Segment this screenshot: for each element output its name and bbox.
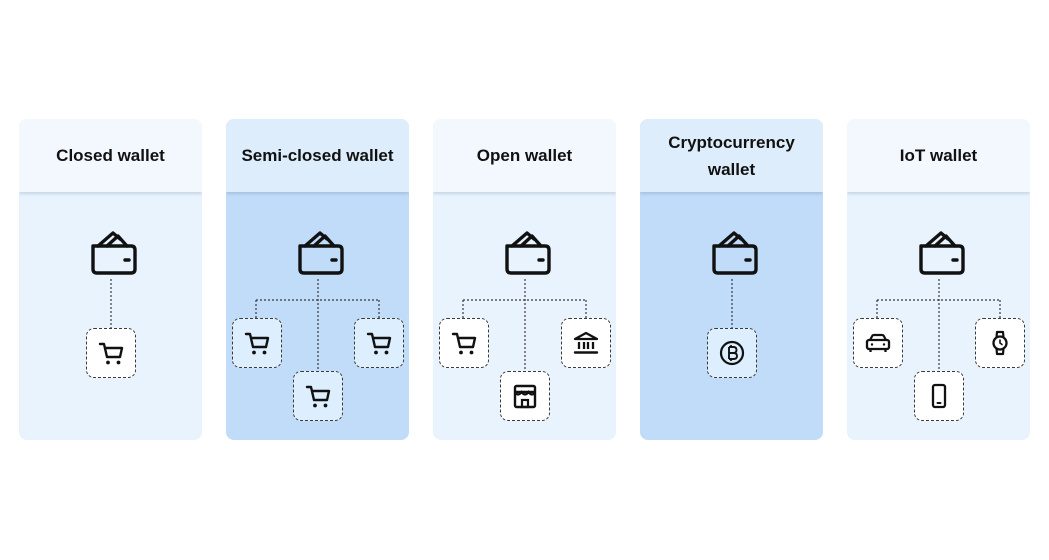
iot-wallet-card: IoT wallet — [847, 119, 1030, 440]
card-title: Closed wallet — [19, 119, 202, 192]
smartphone-icon — [925, 382, 953, 410]
wallet-icon — [85, 227, 137, 279]
smartwatch-icon — [986, 329, 1014, 357]
connector-lines — [110, 279, 112, 328]
wallet-icon — [913, 227, 965, 279]
shopping-cart-icon — [97, 339, 125, 367]
store-node — [500, 371, 550, 421]
connector-lines — [876, 279, 1001, 371]
wallet-icon — [292, 227, 344, 279]
merchant-node — [232, 318, 282, 368]
merchant-node — [354, 318, 404, 368]
card-title: Semi-closed wallet — [226, 119, 409, 192]
car-icon — [864, 329, 892, 357]
card-title: IoT wallet — [847, 119, 1030, 192]
wallet-icon — [499, 227, 551, 279]
shopping-cart-icon — [450, 329, 478, 357]
connector-lines — [255, 279, 380, 371]
bank-node — [561, 318, 611, 368]
store-icon — [511, 382, 539, 410]
shopping-cart-icon — [365, 329, 393, 357]
bank-icon — [572, 329, 600, 357]
crypto-node — [707, 328, 757, 378]
shopping-cart-icon — [304, 382, 332, 410]
cryptocurrency-wallet-card: Cryptocurrency wallet — [640, 119, 823, 440]
smartphone-node — [914, 371, 964, 421]
wallet-icon — [706, 227, 758, 279]
closed-wallet-card: Closed wallet — [19, 119, 202, 440]
semi-closed-wallet-card: Semi-closed wallet — [226, 119, 409, 440]
open-wallet-card: Open wallet — [433, 119, 616, 440]
card-title: Cryptocurrency wallet — [640, 119, 823, 192]
shopping-cart-icon — [243, 329, 271, 357]
merchant-node — [439, 318, 489, 368]
smartwatch-node — [975, 318, 1025, 368]
merchant-node — [293, 371, 343, 421]
card-title: Open wallet — [433, 119, 616, 192]
bitcoin-icon — [718, 339, 746, 367]
car-node — [853, 318, 903, 368]
connector-lines — [731, 279, 733, 328]
connector-lines — [462, 279, 587, 371]
merchant-node — [86, 328, 136, 378]
